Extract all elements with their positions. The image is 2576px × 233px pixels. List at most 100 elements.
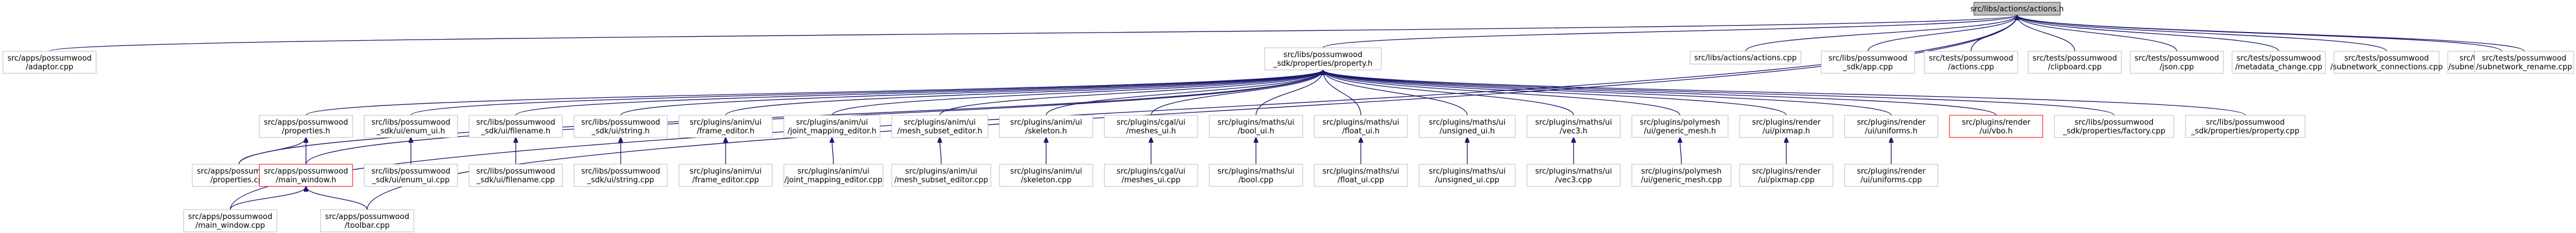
node-label: /subnetwork_rename.cpp <box>2476 63 2573 72</box>
node-float-ui-cpp[interactable]: src/plugins/maths/ui/float_ui.cpp <box>1314 164 1408 187</box>
edge-vbo_h-to-property_h <box>1323 70 1997 116</box>
node-label: src/plugins/maths/ui <box>1429 118 1506 127</box>
node-box <box>891 164 991 187</box>
node-label: src/plugins/anim/ui <box>904 118 976 127</box>
node-box <box>1739 115 1834 138</box>
node-label: /clipboard.cpp <box>2048 63 2102 72</box>
node-string-h[interactable]: src/libs/possumwood_sdk/ui/string.h <box>573 115 668 138</box>
node-bool-ui-h[interactable]: src/plugins/maths/ui/bool_ui.h <box>1209 115 1303 138</box>
node-label: /ui/uniforms.h <box>1865 127 1917 136</box>
node-label: /vec3.h <box>1560 127 1588 136</box>
node-mesh-subset-cpp[interactable]: src/plugins/anim/ui/mesh_subset_editor.c… <box>891 164 991 187</box>
node-property-cpp[interactable]: src/libs/possumwood_sdk/properties/prope… <box>2185 115 2306 138</box>
node-box <box>2185 115 2306 138</box>
node-generic-mesh-h[interactable]: src/plugins/polymesh/ui/generic_mesh.h <box>1631 115 1729 138</box>
node-label: src/plugins/maths/ui <box>1535 118 1612 127</box>
node-box <box>2130 51 2224 74</box>
node-uniforms-cpp[interactable]: src/plugins/render/ui/uniforms.cpp <box>1844 164 1938 187</box>
node-joint-mapping-cpp[interactable]: src/plugins/anim/ui/joint_mapping_editor… <box>783 164 884 187</box>
node-label: /unsigned_ui.h <box>1440 127 1495 136</box>
node-label: src/plugins/cgal/ui <box>1117 118 1185 127</box>
node-label: src/apps/possumwood <box>325 213 409 221</box>
node-box <box>999 115 1093 138</box>
node-box <box>1949 115 2043 138</box>
node-label: src/plugins/polymesh <box>1640 118 1720 127</box>
node-string-cpp[interactable]: src/libs/possumwood_sdk/ui/string.cpp <box>573 164 668 187</box>
edge-adaptor-to-actions_h <box>49 15 2017 52</box>
node-label: /ui/uniforms.cpp <box>1860 176 1922 185</box>
node-label: /unsigned_ui.cpp <box>1435 176 1499 185</box>
node-property-h[interactable]: src/libs/possumwood_sdk/properties/prope… <box>1264 47 1382 70</box>
node-t-json[interactable]: src/tests/possumwood/json.cpp <box>2130 51 2224 74</box>
node-t-actions[interactable]: src/tests/possumwood/actions.cpp <box>1924 51 2018 74</box>
node-skeleton-h[interactable]: src/plugins/anim/ui/skeleton.h <box>999 115 1093 138</box>
node-meshes-ui-cpp[interactable]: src/plugins/cgal/ui/meshes_ui.cpp <box>1104 164 1198 187</box>
node-app-cpp[interactable]: src/libs/possumwood_sdk/app.cpp <box>1821 51 1915 74</box>
edge-vec3_h-to-property_h <box>1323 70 1574 116</box>
node-meshes-ui-h[interactable]: src/plugins/cgal/ui/meshes_ui.h <box>1104 115 1198 138</box>
node-label: /properties.cpp <box>210 176 268 185</box>
edge-actions_cpp-to-actions_h <box>1745 15 2017 52</box>
node-label: /float_ui.cpp <box>1338 176 1384 185</box>
node-uniforms-h[interactable]: src/plugins/render/ui/uniforms.h <box>1844 115 1938 138</box>
node-box <box>1844 115 1938 138</box>
node-main-window-h[interactable]: src/apps/possumwood/main_window.h <box>259 164 353 187</box>
node-box <box>2054 115 2174 138</box>
node-t-subrename[interactable]: src/tests/possumwood/subnetwork_rename.c… <box>2474 51 2574 74</box>
node-filename-cpp[interactable]: src/libs/possumwood_sdk/ui/filename.cpp <box>469 164 563 187</box>
node-skeleton-cpp[interactable]: src/plugins/anim/ui/skeleton.cpp <box>999 164 1093 187</box>
node-t-metadata[interactable]: src/tests/possumwood/metadata_change.cpp <box>2232 51 2326 74</box>
edge-properties_cpp-to-property_h <box>238 70 1323 165</box>
edge-property_h-to-actions_h <box>1322 15 2017 48</box>
node-vec3-h[interactable]: src/plugins/maths/ui/vec3.h <box>1526 115 1621 138</box>
node-t-subconn[interactable]: src/tests/possumwood/subnetwork_connecti… <box>2330 51 2443 74</box>
node-pixmap-cpp[interactable]: src/plugins/render/ui/pixmap.cpp <box>1739 164 1834 187</box>
node-label: _sdk/app.cpp <box>1842 63 1893 72</box>
node-adaptor[interactable]: src/apps/possumwood/adaptor.cpp <box>2 51 97 74</box>
node-generic-mesh-cpp[interactable]: src/plugins/polymesh/ui/generic_mesh.cpp <box>1631 164 1732 187</box>
node-frame-editor-h[interactable]: src/plugins/anim/ui/frame_editor.h <box>678 115 773 138</box>
node-factory-cpp[interactable]: src/libs/possumwood_sdk/properties/facto… <box>2054 115 2174 138</box>
node-filename-h[interactable]: src/libs/possumwood_sdk/ui/filename.h <box>469 115 563 138</box>
node-t-clipboard[interactable]: src/tests/possumwood/clipboard.cpp <box>2028 51 2122 74</box>
node-label: /metadata_change.cpp <box>2235 63 2322 72</box>
node-box <box>2474 51 2574 74</box>
node-actions-cpp[interactable]: src/libs/actions/actions.cpp <box>1690 51 1801 65</box>
node-label: src/plugins/maths/ui <box>1535 167 1612 176</box>
node-box <box>1419 164 1516 187</box>
node-frame-editor-cpp[interactable]: src/plugins/anim/ui/frame_editor.cpp <box>678 164 773 187</box>
node-enum-ui-cpp[interactable]: src/libs/possumwood_sdk/ui/enum_ui.cpp <box>364 164 458 187</box>
node-box <box>469 115 563 138</box>
node-unsigned-ui-h[interactable]: src/plugins/maths/ui/unsigned_ui.h <box>1419 115 1516 138</box>
node-toolbar-cpp[interactable]: src/apps/possumwood/toolbar.cpp <box>320 209 414 232</box>
node-box <box>1526 115 1621 138</box>
node-unsigned-ui-cpp[interactable]: src/plugins/maths/ui/unsigned_ui.cpp <box>1419 164 1516 187</box>
node-label: src/libs/possumwood <box>2075 118 2153 127</box>
node-label: _sdk/ui/string.h <box>591 127 649 136</box>
node-properties-h[interactable]: src/apps/possumwood/properties.h <box>259 115 353 138</box>
edge-frame_editor_h-to-property_h <box>725 70 1323 116</box>
edge-uniforms_h-to-property_h <box>1323 70 1892 116</box>
node-float-ui-h[interactable]: src/plugins/maths/ui/float_ui.h <box>1314 115 1408 138</box>
node-actions-h[interactable]: src/libs/actions/actions.h <box>1970 2 2064 16</box>
edge-t_subrename-to-actions_h <box>2017 15 2525 52</box>
node-mesh-subset-h[interactable]: src/plugins/anim/ui/mesh_subset_editor.h <box>891 115 988 138</box>
node-main-window-cpp[interactable]: src/apps/possumwood/main_window.cpp <box>183 209 277 232</box>
node-enum-ui-h[interactable]: src/libs/possumwood_sdk/ui/enum_ui.h <box>364 115 458 138</box>
edge-pixmap_h-to-property_h <box>1323 70 1787 116</box>
edge-main_window_cpp-to-main_window_h <box>230 186 306 210</box>
node-box <box>1924 51 2018 74</box>
node-box <box>320 209 414 232</box>
node-pixmap-h[interactable]: src/plugins/render/ui/pixmap.h <box>1739 115 1834 138</box>
node-bool-cpp[interactable]: src/plugins/maths/ui/bool.cpp <box>1209 164 1303 187</box>
node-joint-mapping-h[interactable]: src/plugins/anim/ui/joint_mapping_editor… <box>783 115 881 138</box>
node-label: src/plugins/render <box>1962 118 2030 127</box>
node-box <box>1739 164 1834 187</box>
node-vec3-cpp[interactable]: src/plugins/maths/ui/vec3.cpp <box>1526 164 1621 187</box>
edge-mesh_subset_h-to-property_h <box>939 70 1324 116</box>
edge-unsigned_ui_h-to-property_h <box>1323 70 1468 116</box>
node-label: /bool_ui.h <box>1238 127 1275 136</box>
node-box <box>1314 164 1408 187</box>
node-box <box>1419 115 1516 138</box>
node-vbo-h[interactable]: src/plugins/render/ui/vbo.h <box>1949 115 2043 138</box>
